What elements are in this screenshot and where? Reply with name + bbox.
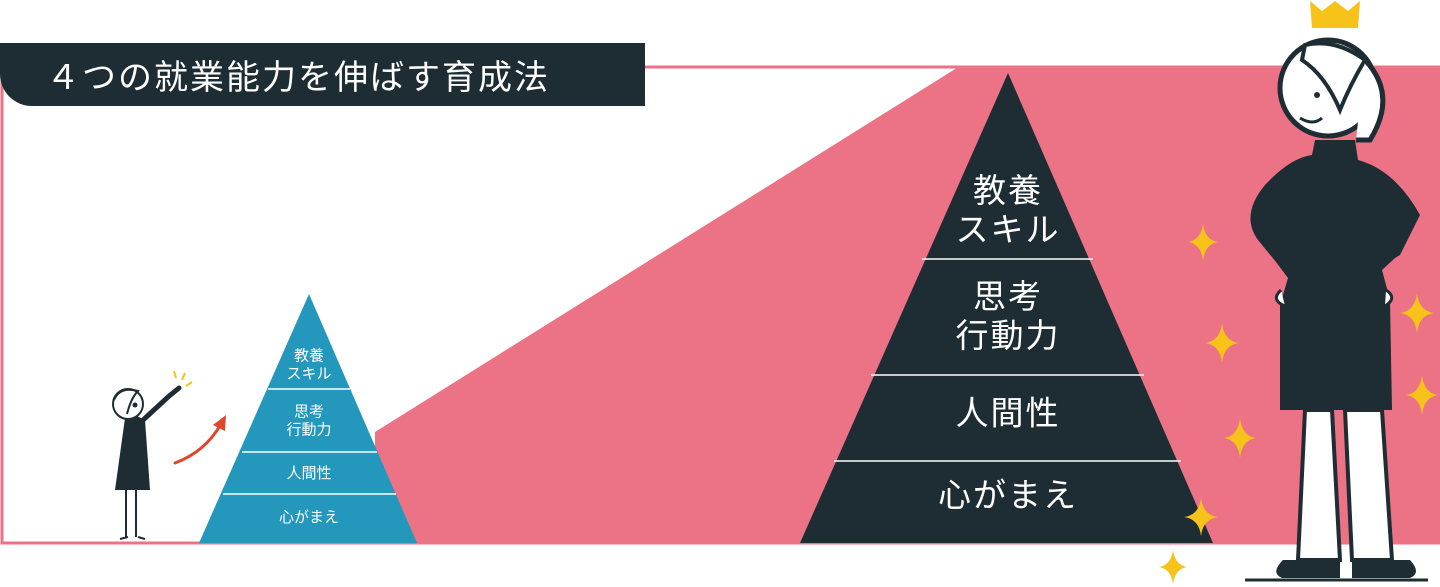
- large-pyramid-label-skill: 教養 スキル: [955, 171, 1061, 249]
- small-pyramid-label-thinking: 思考 行動力: [286, 402, 332, 438]
- large-pyramid-label-thinking: 思考 行動力: [955, 277, 1061, 355]
- sparkle-icon: [1159, 224, 1438, 584]
- small-pyramid-label-skill: 教養 スキル: [286, 346, 332, 382]
- small-pyramid-label-humanity: 人間性: [286, 464, 332, 483]
- large-pyramid-label-mindset: 心がまえ: [938, 475, 1078, 515]
- large-pyramid-label-humanity: 人間性: [955, 393, 1061, 433]
- page-title: ４つの就業能力を伸ばす育成法: [0, 43, 645, 106]
- crown-icon: [1310, 1, 1360, 28]
- small-pyramid-label-mindset: 心がまえ: [278, 508, 340, 527]
- large-pyramid: [800, 73, 1213, 543]
- pointing-girl-icon: [112, 370, 193, 540]
- small-pyramid: [199, 294, 417, 543]
- growth-arrow-icon: [173, 415, 226, 465]
- confident-girl-icon: [1245, 37, 1428, 582]
